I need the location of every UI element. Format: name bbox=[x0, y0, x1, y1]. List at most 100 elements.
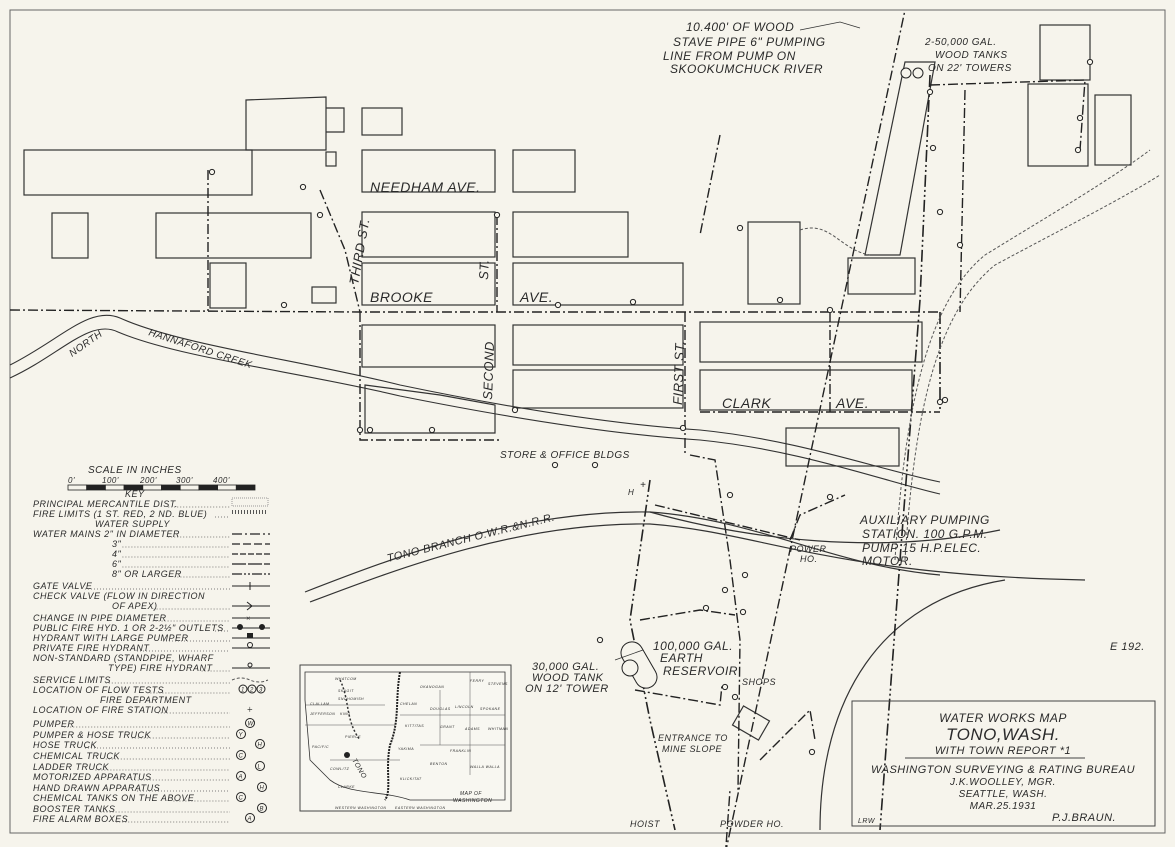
map-label-railroad: TONO BRANCH O.W.R.&N.R.R. bbox=[386, 512, 556, 565]
map-label-brooke-st: ST. bbox=[476, 259, 492, 280]
building-blocks bbox=[23, 24, 1132, 741]
inset-county-label: COWLITZ bbox=[330, 767, 350, 771]
legend-row-label: SERVICE LIMITS bbox=[33, 675, 111, 685]
map-label-reservoir-3: RESERVOIR bbox=[663, 664, 738, 678]
inset-county-label: SNOHOMISH bbox=[338, 697, 364, 701]
flow-test-icon bbox=[238, 684, 248, 694]
apparatus-symbol-letter: H bbox=[260, 786, 265, 792]
legend-row-label: CHEMICAL TRUCK bbox=[33, 751, 120, 761]
inset-east: EASTERN WASHINGTON bbox=[395, 806, 446, 810]
apparatus-symbol-letter: H bbox=[258, 743, 263, 749]
hannaford-creek bbox=[9, 314, 941, 495]
map-label-aux-3: PUMP 15 H.P.ELEC. bbox=[862, 541, 981, 555]
map-label-tanks-note-1: 2-50,000 GAL. bbox=[924, 37, 997, 48]
fire-hydrant-icon bbox=[808, 748, 816, 756]
map-label-store-office: STORE & OFFICE BLDGS bbox=[500, 450, 630, 461]
inset-county-label: GRANT bbox=[440, 725, 455, 729]
initials: LRW bbox=[858, 818, 876, 825]
wood-tank-icon bbox=[621, 659, 639, 677]
fire-hydrant-icon bbox=[941, 396, 949, 404]
apparatus-symbol-letter: B bbox=[260, 807, 265, 813]
check-valve-icon bbox=[246, 601, 253, 611]
scale-tick: 0' bbox=[68, 476, 75, 485]
scale-segment bbox=[161, 484, 181, 491]
scale-tick: 100' bbox=[102, 476, 119, 485]
scale-segment bbox=[105, 484, 125, 491]
inset-map-washington: TONO MAP OF WASHINGTON WESTERN WASHINGTO… bbox=[299, 664, 512, 812]
scale-segment bbox=[217, 484, 237, 491]
legend-row-label: PRINCIPAL MERCANTILE DIST. bbox=[33, 499, 178, 509]
tono-location-marker bbox=[344, 752, 350, 758]
scale-title: SCALE IN INCHES bbox=[88, 465, 182, 476]
map-label-third-st: THIRD ST. bbox=[346, 217, 372, 285]
flow-test-number: 2 bbox=[249, 688, 254, 694]
apparatus-hose-icon bbox=[255, 739, 265, 749]
title-line: WITH TOWN REPORT *1 bbox=[935, 745, 1071, 757]
title-line: J.K.WOOLLEY, MGR. bbox=[949, 777, 1056, 788]
flow-test-number: 3 bbox=[259, 688, 263, 694]
fire-hydrant-icon bbox=[826, 493, 834, 501]
inset-county-label: PACIFIC bbox=[312, 745, 329, 749]
inset-county-label: JEFFERSON bbox=[309, 712, 335, 716]
flow-test-icon bbox=[256, 684, 266, 694]
legend-row-label: CHANGE IN PIPE DIAMETER bbox=[33, 613, 167, 623]
legend-row-label: LOCATION OF FIRE STATION bbox=[33, 705, 168, 715]
legend-row-label: MOTORIZED APPARATUS bbox=[33, 772, 152, 782]
inset-county-label: ADAMS bbox=[464, 727, 480, 731]
inset-county-label: SKAGIT bbox=[338, 689, 354, 693]
inset-county-label: KLICKITAT bbox=[400, 777, 422, 781]
legend-row-label: WATER MAINS 2" IN DIAMETER bbox=[33, 529, 180, 539]
reservoir-and-tank bbox=[614, 21, 924, 689]
fire-hydrant-icon bbox=[316, 211, 324, 219]
fire-hydrant-icon bbox=[679, 424, 687, 432]
map-label-power-1: POWER bbox=[790, 544, 827, 554]
scale-segment bbox=[86, 484, 106, 491]
apparatus-alarm-icon bbox=[245, 813, 255, 823]
fire-hydrant-icon bbox=[366, 426, 374, 434]
title-line: SEATTLE, WASH. bbox=[959, 789, 1048, 800]
map-label-fire-station-h: H bbox=[628, 488, 634, 497]
legend-row-label: 8" OR LARGER bbox=[112, 569, 182, 579]
fire-station-symbol: + bbox=[247, 705, 253, 716]
fire-hydrant-icon bbox=[428, 426, 436, 434]
inset-county-label: OKANOGAN bbox=[420, 685, 444, 689]
fire-hydrant-icon bbox=[208, 168, 216, 176]
legend-row-label: FIRE ALARM BOXES bbox=[33, 814, 128, 824]
legend-row-label: HYDRANT WITH LARGE PUMPER bbox=[33, 633, 189, 643]
apparatus-symbol-letter: L bbox=[258, 765, 262, 771]
fire-hydrant-icon bbox=[929, 144, 937, 152]
inset-title: WASHINGTON bbox=[453, 798, 492, 804]
scale-tick: 200' bbox=[139, 476, 157, 485]
private-hydrant-icon bbox=[247, 642, 253, 648]
fire-hydrant-icon bbox=[493, 211, 501, 219]
inset-county-label: KING bbox=[340, 712, 351, 716]
nonstandard-hydrant-icon bbox=[247, 662, 253, 668]
apparatus-motorized-icon bbox=[236, 771, 246, 781]
map-label-aux-1: AUXILIARY PUMPING bbox=[859, 513, 990, 527]
legend-title: KEY bbox=[125, 489, 145, 499]
scale-segment bbox=[179, 484, 200, 491]
inset-county-label: FERRY bbox=[470, 679, 484, 683]
flow-test-number: 1 bbox=[241, 688, 245, 694]
fire-hydrant-icon bbox=[1086, 58, 1094, 66]
fire-hydrant-icon bbox=[956, 241, 964, 249]
legend-row-label: GATE VALVE bbox=[33, 581, 93, 591]
pumper-hydrant-icon bbox=[247, 633, 253, 638]
legend-row-label: 4" bbox=[112, 549, 122, 559]
map-label-pipe-note-1: 10.400' OF WOOD bbox=[686, 20, 794, 34]
service-limits bbox=[799, 149, 1161, 561]
legend-row-label: PUMPER & HOSE TRUCK bbox=[33, 730, 152, 740]
inset-county-label: STEVENS bbox=[488, 682, 508, 686]
fire-hydrant-icon bbox=[826, 306, 834, 314]
map-label-brooke: BROOKE bbox=[370, 289, 433, 305]
fire-hydrant-icon bbox=[741, 571, 749, 579]
fire-hydrant-icon bbox=[551, 461, 559, 469]
inset-county-label: YAKIMA bbox=[398, 747, 414, 751]
mercantile-district-symbol bbox=[231, 497, 269, 507]
inset-county-label: WALLA WALLA bbox=[470, 765, 500, 769]
inset-county-label: CLALLAM bbox=[310, 702, 329, 706]
apparatus-pumper-hose-icon bbox=[236, 729, 246, 739]
wood-tank-icon bbox=[912, 67, 924, 79]
fire-hydrant-icon bbox=[629, 298, 637, 306]
map-label-pipe-note-2: STAVE PIPE 6" PUMPING bbox=[673, 35, 826, 49]
